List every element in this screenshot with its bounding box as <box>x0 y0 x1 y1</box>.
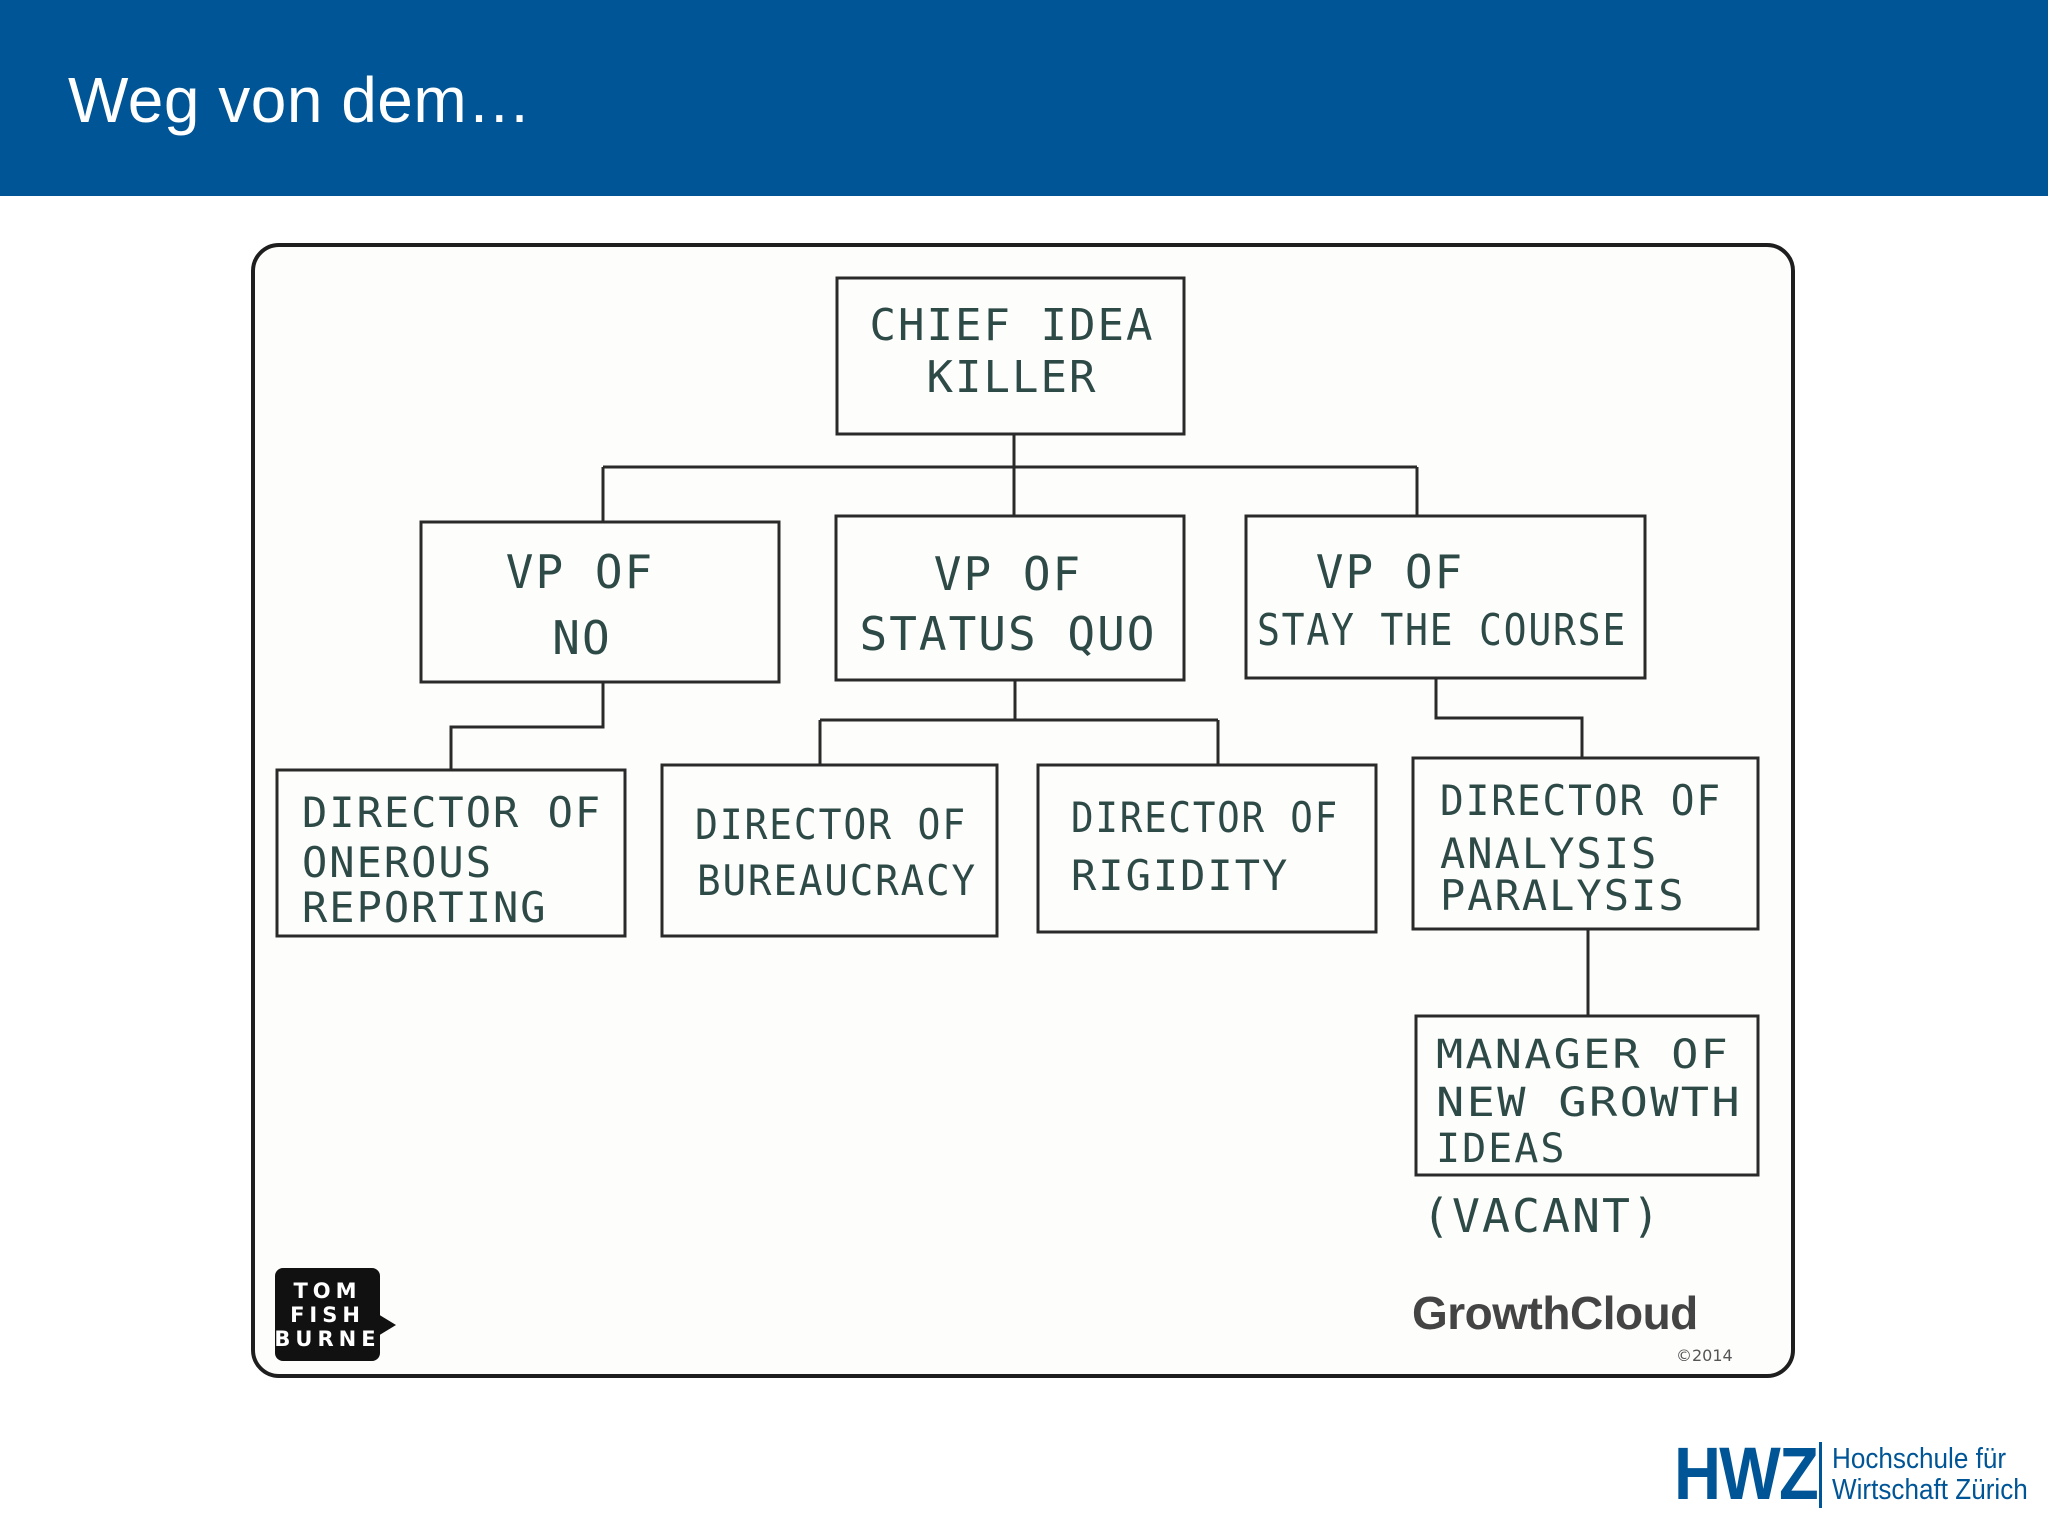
node-label: DIRECTOR OF <box>302 788 602 837</box>
connector-vp-stay-course-to-director <box>1434 678 1584 758</box>
connector-vp-status-quo-to-directors <box>818 680 1220 765</box>
node-box <box>1036 763 1378 934</box>
node-label: ONEROUS <box>302 838 493 887</box>
node-label: ANALYSIS <box>1440 829 1658 878</box>
node-box <box>1414 1014 1760 1177</box>
node-label: STAY THE COURSE <box>1257 605 1627 656</box>
vacant-note: (VACANT) <box>1422 1189 1662 1243</box>
vp-of-status-quo-node: VP OF STATUS QUO <box>834 514 1186 682</box>
tom-fishburne-logo: TOM FISH BURNE <box>274 1268 396 1361</box>
node-label: STATUS QUO <box>860 607 1157 661</box>
org-connectors <box>449 434 1590 1016</box>
node-label: MANAGER OF <box>1436 1032 1730 1078</box>
node-label: REPORTING <box>302 883 548 932</box>
node-label: RIGIDITY <box>1071 851 1289 900</box>
node-label: DIRECTOR OF <box>1440 776 1722 825</box>
node-box <box>834 514 1186 682</box>
hwz-logo-mark: HWZ <box>1674 1432 1819 1515</box>
director-bureaucracy-node: DIRECTOR OF BUREAUCRACY <box>660 763 999 938</box>
logo-text-line: FISH <box>290 1302 365 1327</box>
connector-chief-to-vps <box>601 434 1419 522</box>
institution-name: Hochschule für Wirtschaft Zürich <box>1832 1444 2028 1506</box>
node-label: IDEAS <box>1436 1126 1566 1172</box>
institution-name-line: Hochschule für <box>1832 1443 2007 1475</box>
node-box <box>419 520 781 684</box>
node-label: KILLER <box>927 352 1098 403</box>
node-label: NO <box>552 611 611 665</box>
node-box <box>1244 514 1647 680</box>
node-label: DIRECTOR OF <box>695 800 967 849</box>
connector-vp-no-to-director <box>449 682 605 770</box>
manager-new-growth-ideas-node: MANAGER OF NEW GROWTH IDEAS <box>1414 1014 1760 1177</box>
director-rigidity-node: DIRECTOR OF RIGIDITY <box>1036 763 1378 934</box>
node-box <box>275 768 627 938</box>
vp-of-no-node: VP OF NO <box>419 520 781 684</box>
logo-divider <box>1819 1442 1822 1508</box>
director-analysis-paralysis-node: DIRECTOR OF ANALYSIS PARALYSIS <box>1411 756 1760 931</box>
growthcloud-logo: GrowthCloud <box>1412 1287 1698 1339</box>
logo-text-line: BURNE <box>274 1326 381 1351</box>
director-onerous-reporting-node: DIRECTOR OF ONEROUS REPORTING <box>275 768 627 938</box>
copyright-notice: ©2014 <box>1676 1346 1733 1365</box>
institution-name-line: Wirtschaft Zürich <box>1832 1474 2028 1506</box>
node-label: PARALYSIS <box>1440 871 1686 920</box>
node-label: VP OF <box>1316 545 1464 599</box>
vp-of-stay-the-course-node: VP OF STAY THE COURSE <box>1244 514 1647 680</box>
logo-text-line: TOM <box>293 1278 362 1303</box>
node-label: VP OF <box>506 545 654 599</box>
slide-title: Weg von dem… <box>68 64 532 136</box>
node-label: CHIEF IDEA <box>870 300 1155 351</box>
node-box <box>660 763 999 938</box>
chief-idea-killer-node: CHIEF IDEA KILLER <box>835 276 1186 436</box>
node-box <box>835 276 1186 436</box>
slide-header-bar: Weg von dem… <box>0 0 2048 196</box>
node-label: DIRECTOR OF <box>1071 793 1339 842</box>
node-label: NEW GROWTH <box>1436 1080 1742 1126</box>
node-label: VP OF <box>934 547 1082 601</box>
node-box <box>1411 756 1760 931</box>
node-label: BUREAUCRACY <box>697 856 977 905</box>
